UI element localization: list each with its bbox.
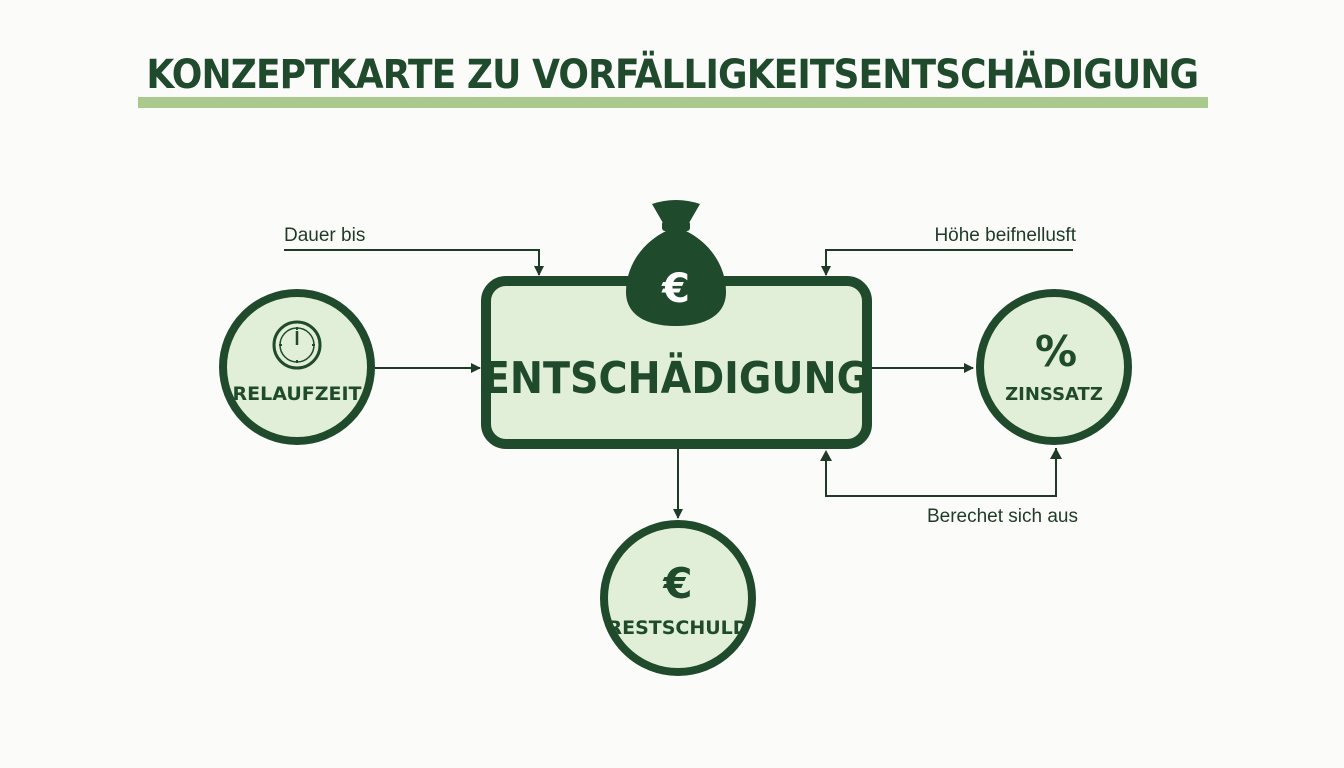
edge-berechnet (825, 448, 1057, 497)
node-label-zinssatz: ZINSSATZ (1005, 384, 1103, 405)
connectors (284, 249, 1073, 519)
node-restschuld: € RESTSCHULD (600, 520, 756, 676)
edge-label-dauer: Dauer bis (284, 225, 365, 246)
title-underline (138, 97, 1208, 108)
edge-label-berechnet: Berechet sich aus (927, 506, 1078, 527)
edge-dauer (284, 249, 544, 276)
edge-label-hoehe: Höhe beifnellusft (934, 225, 1076, 246)
money-bag-euro-icon: € (626, 200, 726, 326)
arrowhead-berechnet-right (1050, 448, 1062, 459)
node-laufzeit: RELAUFZEIT (219, 289, 375, 445)
arrowhead-berechnet-left (820, 450, 832, 461)
money-bag-euro-glyph: € (661, 266, 690, 312)
title-container: KONZEPTKARTE ZU VORFÄLLIGKEITSENTSCHÄDIG… (0, 52, 1344, 98)
node-label-entschaedigung: ENTSCHÄDIGUNG (483, 351, 869, 404)
node-label-laufzeit: RELAUFZEIT (232, 383, 361, 405)
clock-icon (272, 320, 322, 370)
percent-icon: % (1035, 327, 1077, 376)
edge-hoehe (821, 249, 1073, 276)
euro-icon: € (662, 559, 692, 608)
node-zinssatz: % ZINSSATZ (976, 289, 1132, 445)
node-label-restschuld: RESTSCHULD (607, 617, 748, 639)
page-title: KONZEPTKARTE ZU VORFÄLLIGKEITSENTSCHÄDIG… (146, 52, 1199, 98)
